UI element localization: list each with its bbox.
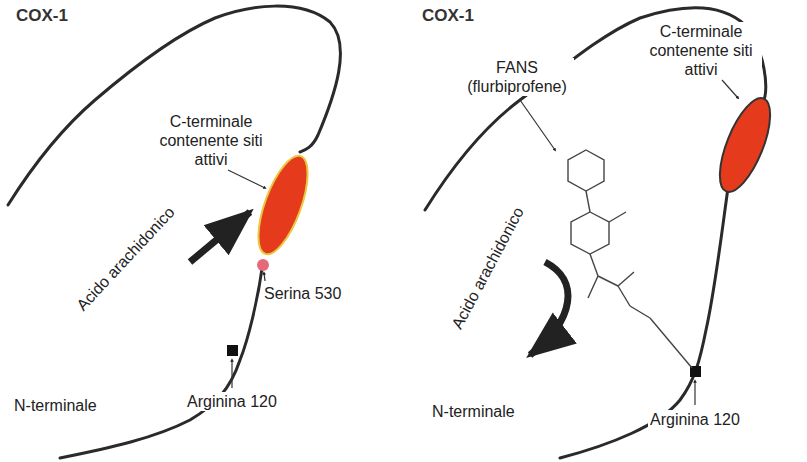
protein-outline bbox=[8, 6, 766, 458]
flurbiprofen-molecule bbox=[568, 150, 692, 368]
arginine-marker bbox=[227, 345, 238, 356]
blocked-arrow bbox=[530, 262, 568, 355]
serine-dot bbox=[257, 259, 269, 271]
residue-label: Serina 530 bbox=[262, 284, 343, 303]
terminus-label: N-terminale bbox=[430, 402, 517, 421]
region-label: C-terminale contenente siti attivi bbox=[640, 22, 762, 79]
terminus-label: N-terminale bbox=[12, 396, 99, 415]
substrate-arrow bbox=[190, 212, 250, 262]
residue-label: Arginina 120 bbox=[648, 410, 742, 429]
substrate-label: Acido arachidonico bbox=[447, 202, 529, 334]
panel-title: COX-1 bbox=[420, 6, 476, 25]
leader-line bbox=[228, 80, 738, 405]
panel-title: COX-1 bbox=[14, 6, 70, 25]
residue-label: Arginina 120 bbox=[185, 392, 279, 411]
drug-label: FANS (flurbiprofene) bbox=[460, 58, 574, 96]
substrate-label: Acido arachidonico bbox=[71, 201, 180, 316]
region-label: C-terminale contenente siti attivi bbox=[150, 112, 272, 169]
